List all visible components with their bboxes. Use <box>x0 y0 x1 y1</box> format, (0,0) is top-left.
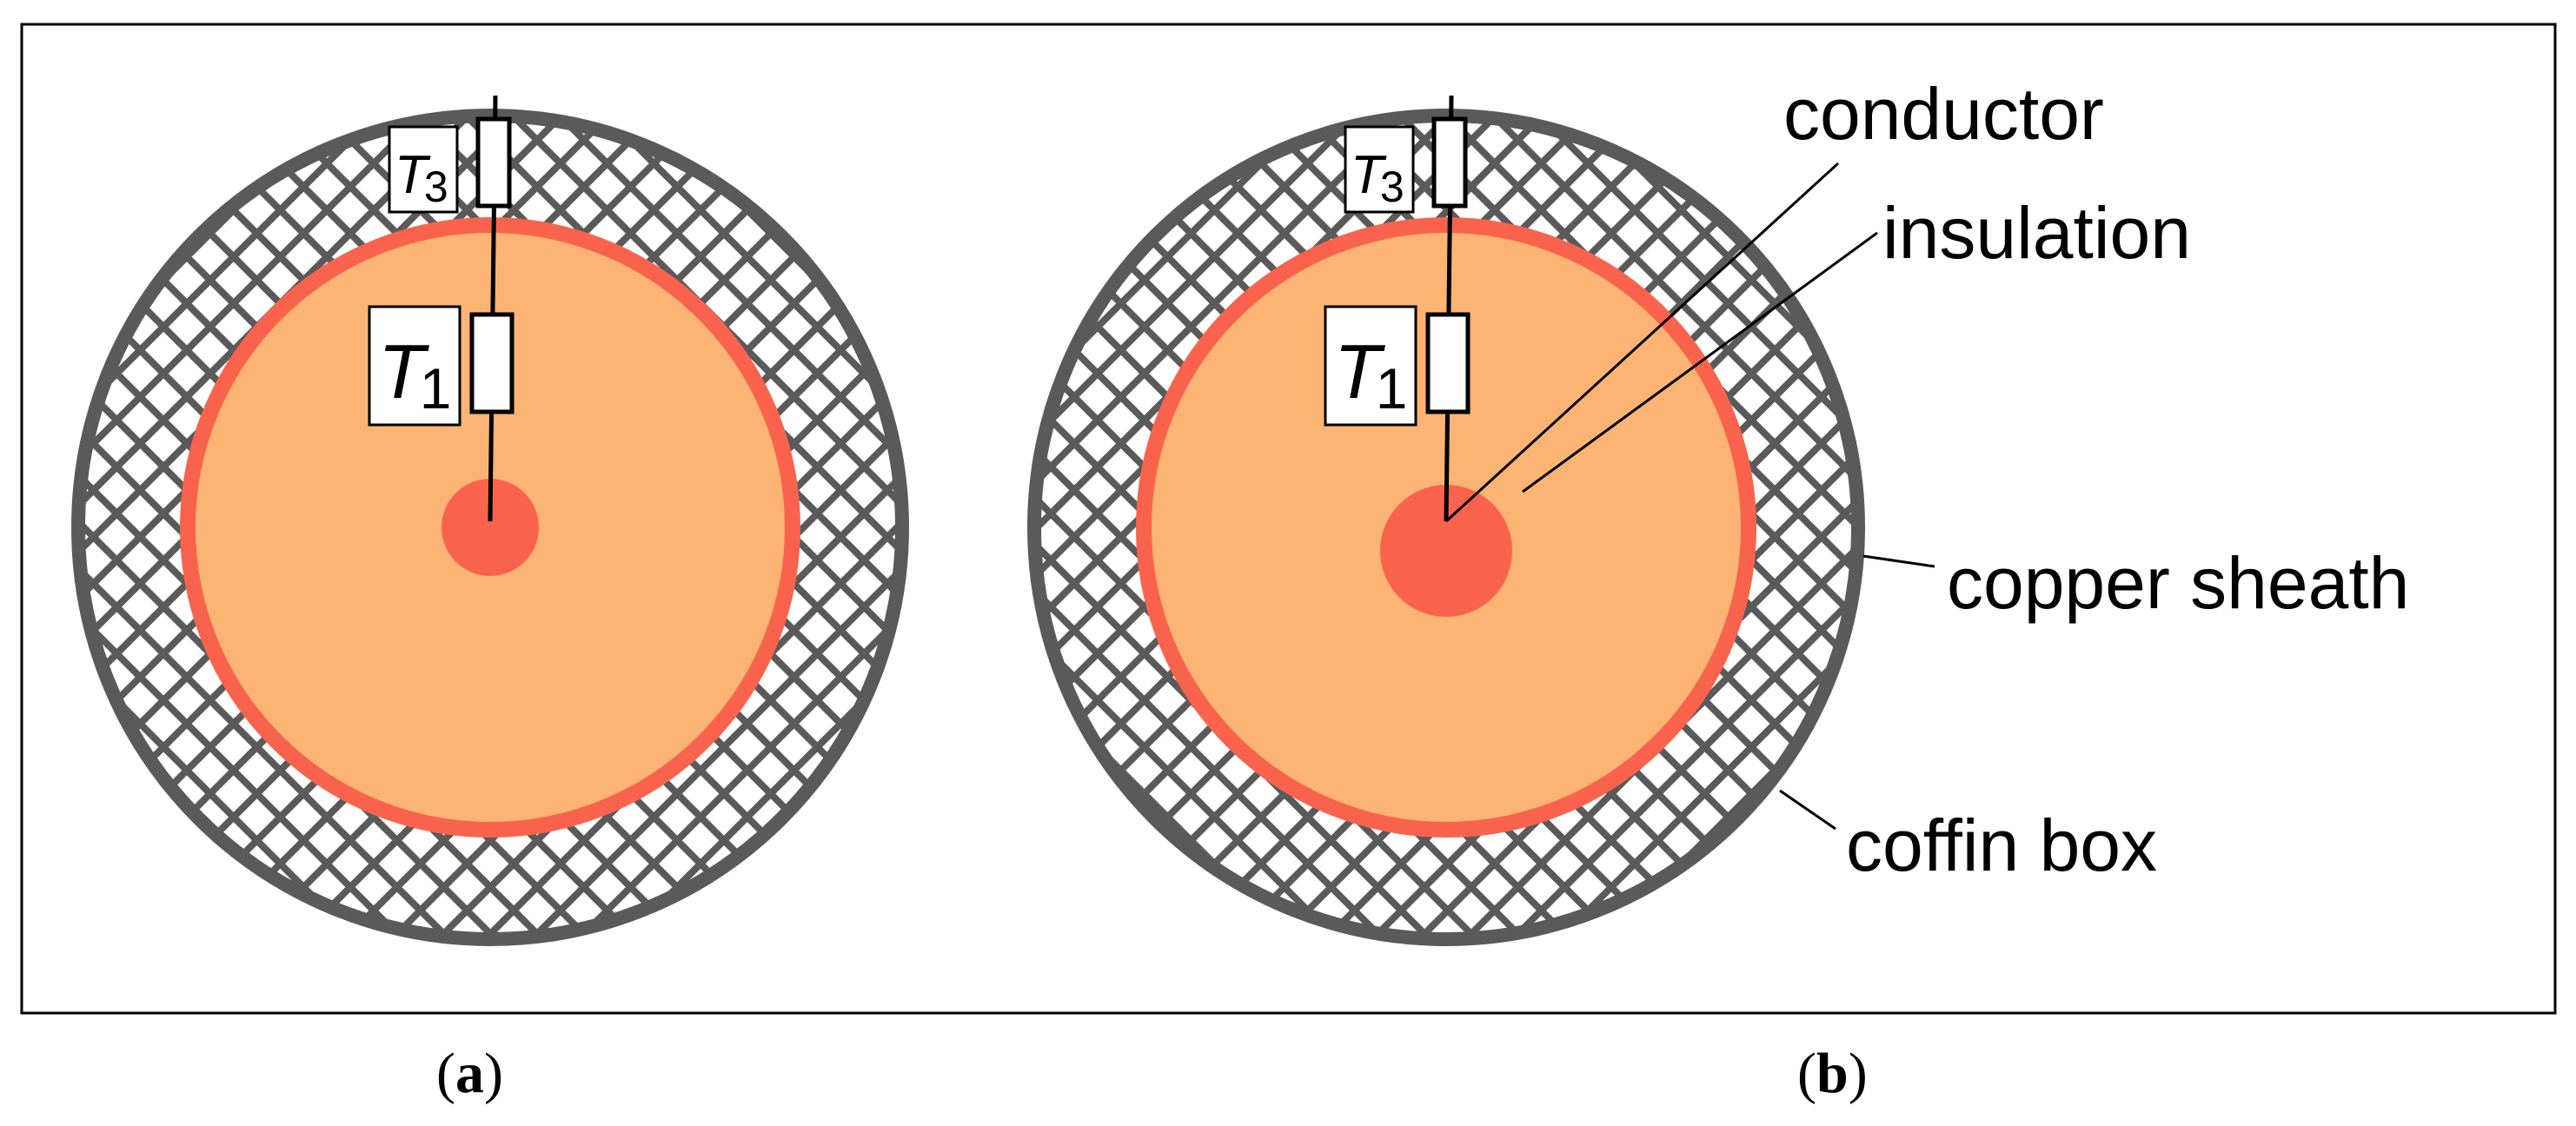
t3-subscript: 3 <box>424 162 447 211</box>
t3-sensor-element <box>1431 116 1468 209</box>
panel-a: T3 T1 (a) <box>71 95 909 1105</box>
conductor-core <box>1380 485 1512 617</box>
t1-sensor-element <box>1425 312 1471 414</box>
conductor-core <box>442 479 539 576</box>
t3-sensor-element <box>475 116 512 209</box>
t3-label: T3 <box>395 145 447 211</box>
conductor-label: conductor <box>1783 73 2104 155</box>
conductor-leader-line <box>1444 162 1840 523</box>
t3-subscript: 3 <box>1380 162 1403 211</box>
panel-a-caption: (a) <box>436 1042 503 1105</box>
copper-sheath-leader-line <box>1862 554 1935 568</box>
panel-b: T3 T1 conductor insulation copper sheath… <box>1027 73 2409 1105</box>
t1-subscript: 1 <box>1376 356 1405 421</box>
t3-label-box <box>388 125 459 214</box>
coffin-box-label: coffin box <box>1846 805 2157 886</box>
insulation-label: insulation <box>1882 192 2191 274</box>
t1-sensor-element <box>469 312 515 414</box>
insulation-leader-line <box>1522 231 1878 493</box>
coffin-box-leader-line <box>1779 789 1836 831</box>
t1-subscript: 1 <box>420 356 449 421</box>
t3-label-box <box>1344 125 1415 214</box>
t1-label-box <box>368 305 461 427</box>
t1-label: T1 <box>378 328 449 421</box>
copper-sheath-label: copper sheath <box>1947 542 2409 624</box>
t1-label-box <box>1324 305 1417 427</box>
panel-b-caption: (b) <box>1797 1042 1868 1105</box>
